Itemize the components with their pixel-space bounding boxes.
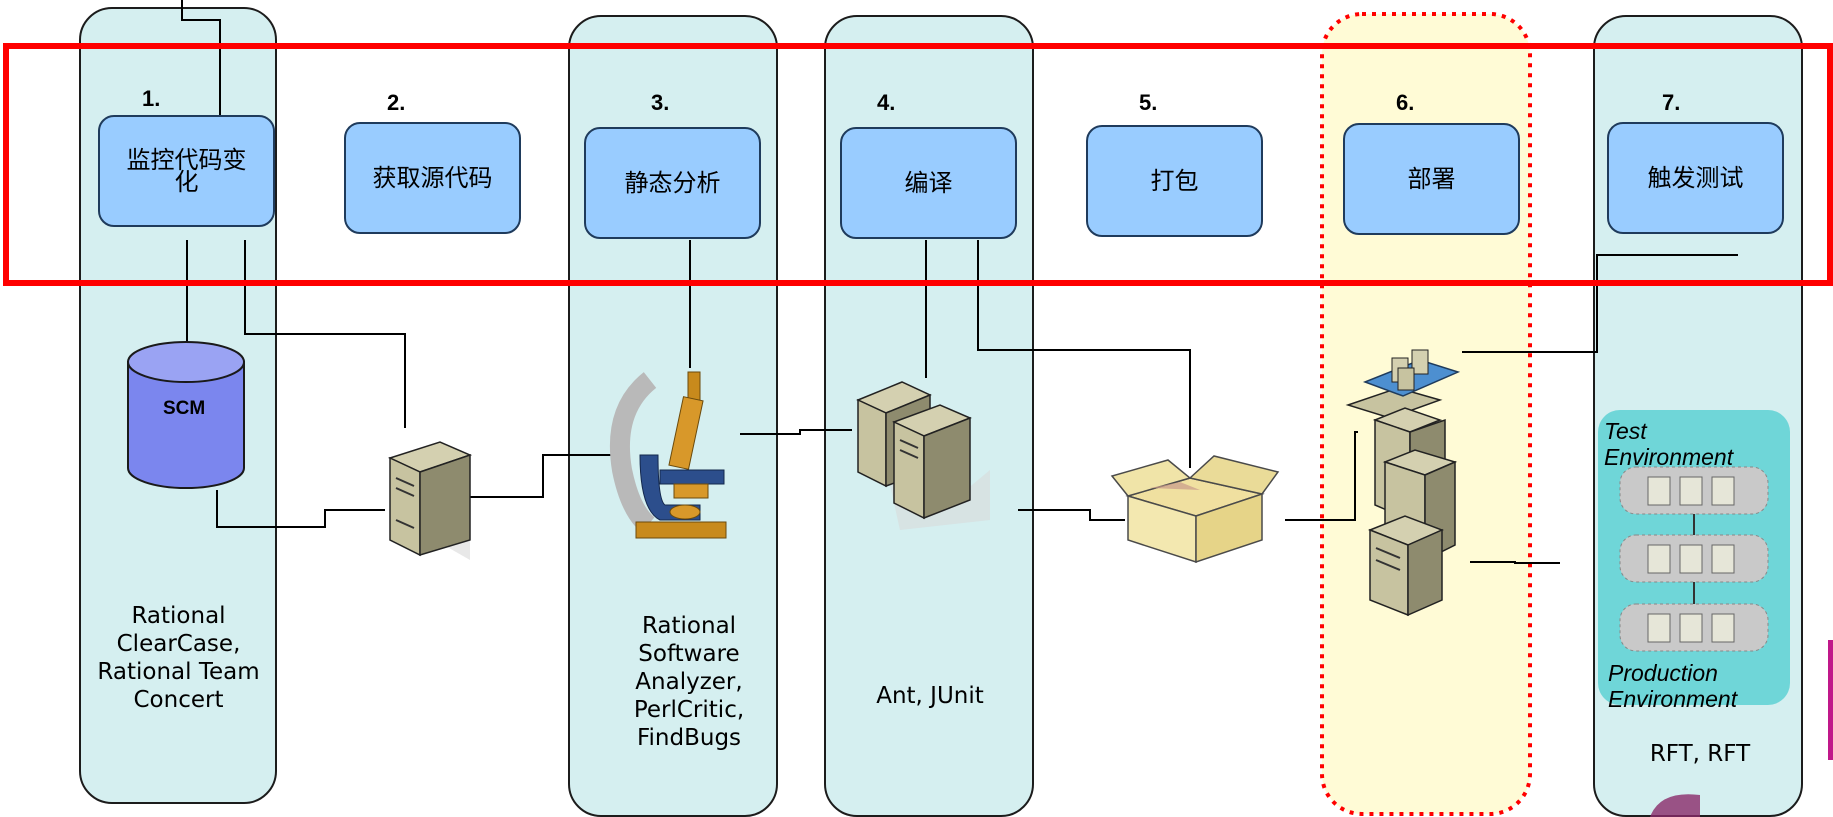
lane-3-tools: Rational Software Analyzer, PerlCritic, … bbox=[633, 613, 745, 751]
production-environment-label: Production Environment bbox=[1608, 660, 1738, 712]
test-environment-label: Test Environment bbox=[1604, 418, 1734, 470]
stage-1-number: 1. bbox=[142, 86, 161, 111]
stage-3-number: 3. bbox=[651, 90, 670, 115]
stage-5-box: 打包 bbox=[1086, 125, 1263, 237]
env-server-group-2 bbox=[1619, 534, 1769, 583]
microscope-icon bbox=[609, 371, 727, 539]
highlight-frame bbox=[3, 43, 1833, 286]
lane-1-tools: Rational ClearCase, Rational Team Concer… bbox=[97, 603, 260, 713]
stage-4-box: 编译 bbox=[840, 127, 1017, 239]
stage-2-number: 2. bbox=[387, 90, 406, 115]
env-server-group-3 bbox=[1619, 603, 1769, 652]
env-server-group-1 bbox=[1619, 466, 1769, 515]
stage-1-box: 监控代码变化 bbox=[98, 115, 275, 227]
connector-lines bbox=[181, 0, 1738, 564]
scm-label: SCM bbox=[163, 398, 206, 419]
build-servers-icon bbox=[856, 381, 990, 530]
stage-4-number: 4. bbox=[877, 90, 896, 115]
stage-7-box: 触发测试 bbox=[1607, 122, 1784, 234]
source-server-icon bbox=[387, 441, 473, 560]
deploy-servers-icon bbox=[1345, 349, 1461, 617]
stage-5-number: 5. bbox=[1139, 90, 1158, 115]
lane-7-tools: RFT, RFT bbox=[1649, 741, 1751, 767]
stage-7-number: 7. bbox=[1662, 90, 1681, 115]
stage-3-box: 静态分析 bbox=[584, 127, 761, 239]
lane-4-tools: Ant, JUnit bbox=[876, 683, 984, 709]
logo-fragment-bar bbox=[1828, 640, 1833, 760]
logo-fragment bbox=[1650, 794, 1700, 817]
stage-2-box: 获取源代码 bbox=[344, 122, 521, 234]
package-box-icon bbox=[1110, 455, 1280, 564]
stage-6-number: 6. bbox=[1396, 90, 1415, 115]
stage-6-box: 部署 bbox=[1343, 123, 1520, 235]
scm-database-icon bbox=[127, 341, 245, 489]
